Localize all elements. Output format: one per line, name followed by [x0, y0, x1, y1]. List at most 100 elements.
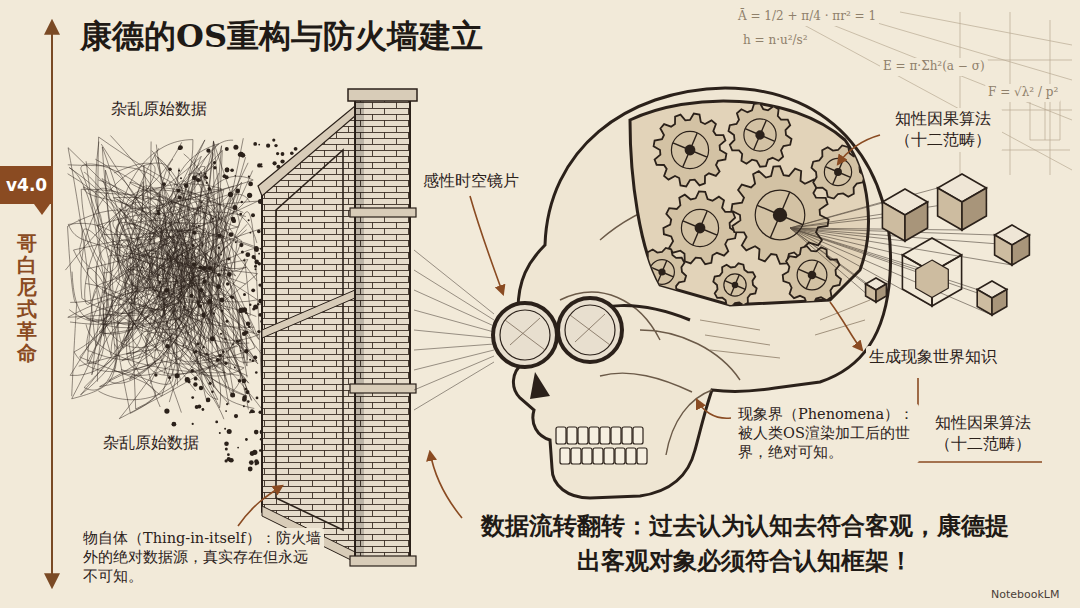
brick-firewall	[258, 89, 417, 566]
data-dot	[192, 262, 196, 266]
data-dot	[206, 182, 208, 184]
data-dot	[230, 169, 234, 173]
data-dot	[210, 257, 212, 259]
scribble-line	[72, 140, 244, 358]
scribble-line	[95, 188, 224, 375]
data-dot	[199, 179, 201, 181]
watermark: NotebookLM	[988, 587, 1062, 603]
data-dot	[224, 362, 228, 366]
data-dot	[193, 351, 196, 354]
part-label: 感性时空镜片	[420, 170, 522, 193]
scribble-line	[157, 140, 227, 388]
badge-text: v4.0	[6, 175, 47, 195]
data-dot	[225, 459, 228, 462]
data-dot	[178, 170, 180, 172]
data-dot	[168, 168, 172, 172]
gear	[654, 114, 727, 187]
data-dot	[192, 423, 194, 425]
data-dot	[258, 144, 260, 146]
data-dot	[165, 344, 169, 348]
data-dot	[202, 266, 207, 271]
data-dot	[244, 349, 248, 353]
formula: h = n·u²/s²	[740, 32, 811, 50]
data-dot	[236, 340, 239, 343]
output-rays	[790, 188, 1012, 315]
data-dot	[219, 432, 221, 434]
data-dot	[231, 217, 236, 222]
data-dot	[247, 400, 250, 403]
data-dot	[235, 241, 237, 243]
data-label: 杂乱原始数据	[100, 432, 202, 455]
formula: Ā = 1/2 + π/4 · πr² = 1	[735, 8, 879, 26]
data-dot	[216, 358, 220, 362]
data-dot	[209, 382, 212, 385]
data-dot	[212, 218, 214, 220]
data-dot	[240, 350, 242, 352]
tooth	[622, 427, 632, 444]
data-dot	[194, 377, 198, 381]
data-dot	[200, 354, 202, 356]
data-dot	[280, 159, 284, 163]
data-dot	[201, 313, 206, 318]
data-dot	[231, 296, 235, 300]
data-dot	[253, 142, 257, 146]
data-dot	[157, 212, 161, 216]
data-dot	[219, 354, 222, 357]
gear-rim	[744, 119, 776, 151]
data-dot	[203, 280, 207, 284]
data-dot	[247, 193, 252, 198]
cube-face	[866, 284, 876, 302]
data-dot	[250, 232, 252, 234]
brain-gears	[630, 101, 868, 307]
data-dot	[190, 369, 194, 373]
ray-line	[790, 202, 962, 228]
data-dot	[245, 390, 249, 394]
raw-data-scribble	[65, 136, 264, 420]
data-dot	[197, 405, 201, 409]
data-dot	[208, 299, 213, 304]
data-dot	[206, 398, 211, 403]
data-dot	[205, 353, 207, 355]
tooth	[556, 427, 566, 444]
part-label: 生成现象世界知识	[866, 346, 1000, 369]
ray-line	[414, 350, 494, 370]
part-label: 知性因果算法（十二范畴）	[924, 412, 1042, 456]
data-dot	[257, 250, 259, 252]
data-dot	[177, 189, 181, 193]
tooth	[560, 448, 570, 464]
gear-rim	[681, 209, 718, 246]
scribble-line	[149, 146, 238, 301]
cube-face	[882, 202, 905, 241]
cube-face	[905, 202, 928, 241]
data-dot	[251, 213, 255, 217]
data-dot	[189, 294, 193, 298]
data-dot	[218, 247, 220, 249]
tooth	[600, 427, 610, 444]
data-dot	[246, 322, 250, 326]
ray-line	[414, 356, 494, 390]
data-dot	[257, 303, 259, 305]
data-dot	[225, 168, 229, 172]
cube-face	[977, 290, 992, 316]
tooth	[633, 427, 643, 444]
data-dot	[198, 304, 202, 308]
gear-hub	[685, 145, 696, 156]
scribble-line	[96, 228, 247, 419]
data-dot	[253, 305, 258, 310]
data-dot	[245, 438, 248, 441]
data-dot	[244, 330, 248, 334]
data-dot	[208, 187, 212, 191]
tooth	[626, 448, 636, 464]
data-dot	[197, 300, 200, 303]
part-label: 知性因果算法（十二范畴）	[884, 108, 1002, 152]
data-dot	[283, 160, 285, 162]
tooth	[567, 427, 577, 444]
data-dot	[255, 268, 257, 270]
data-dot	[192, 175, 197, 180]
data-dot	[248, 467, 253, 472]
data-dot	[184, 184, 189, 189]
note: 物自体（Thing-in-itself）：防火墙外的绝对数据源，真实存在但永远不…	[80, 528, 324, 587]
data-dot	[254, 260, 259, 265]
scribble-line	[68, 223, 262, 367]
ray-line	[790, 228, 902, 255]
